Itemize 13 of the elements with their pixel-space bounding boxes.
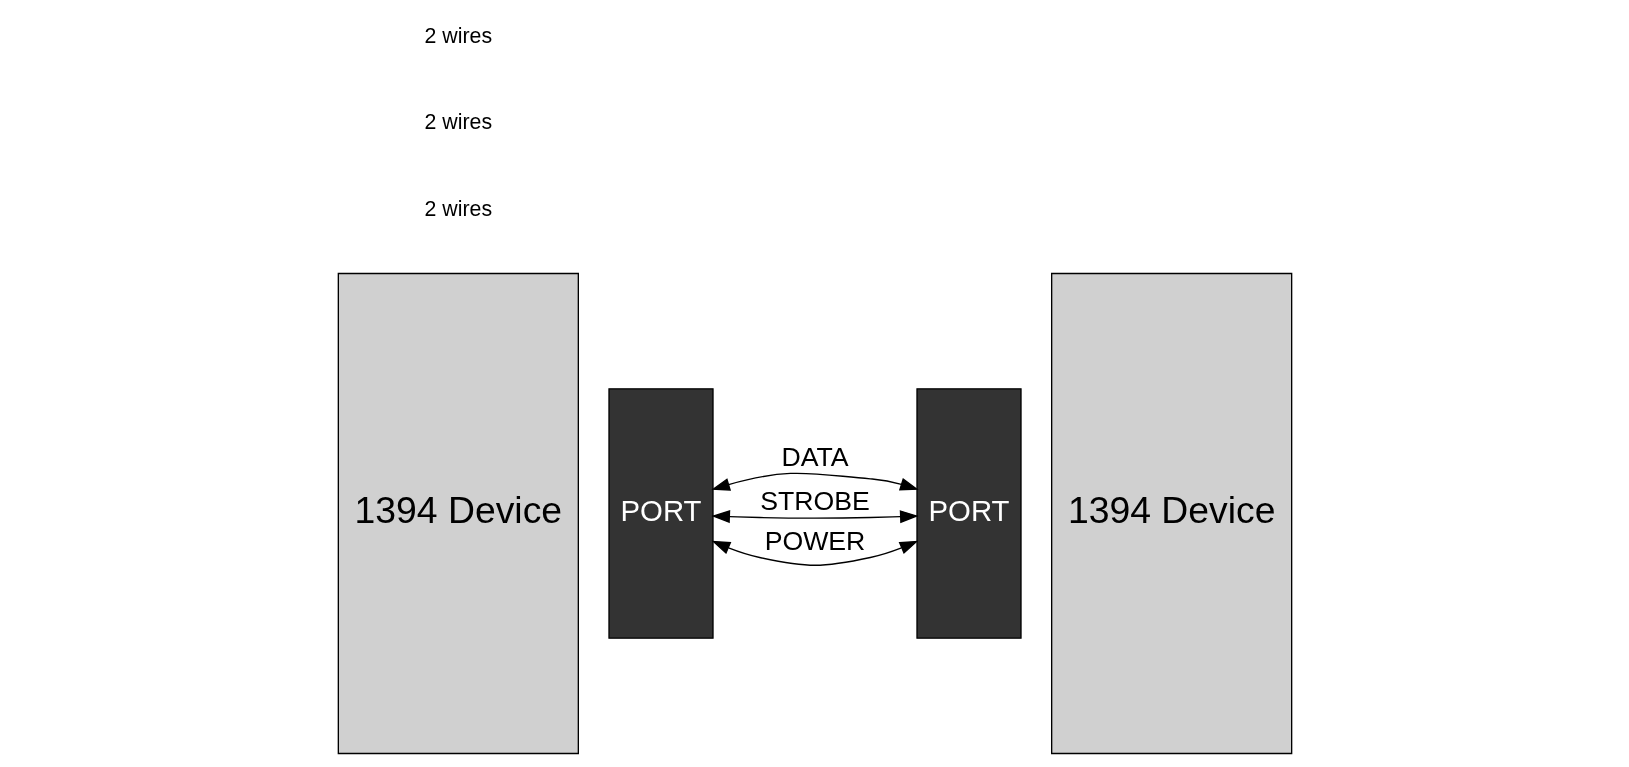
edge-label: STROBE [759,485,870,516]
node-box: PORT [607,388,714,639]
label: 2 wires [424,110,492,135]
node-box: 1394 Device [1050,272,1292,755]
node-box: 1394 Device [337,272,579,755]
arrow [710,472,919,491]
label: 2 wires [424,196,492,221]
edge-label: DATA [780,441,849,472]
label: 2 wires [424,23,492,48]
arrow [710,510,919,524]
arrow [711,540,918,566]
node-box: PORT [915,388,1022,639]
edge-label: POWER [764,525,865,556]
